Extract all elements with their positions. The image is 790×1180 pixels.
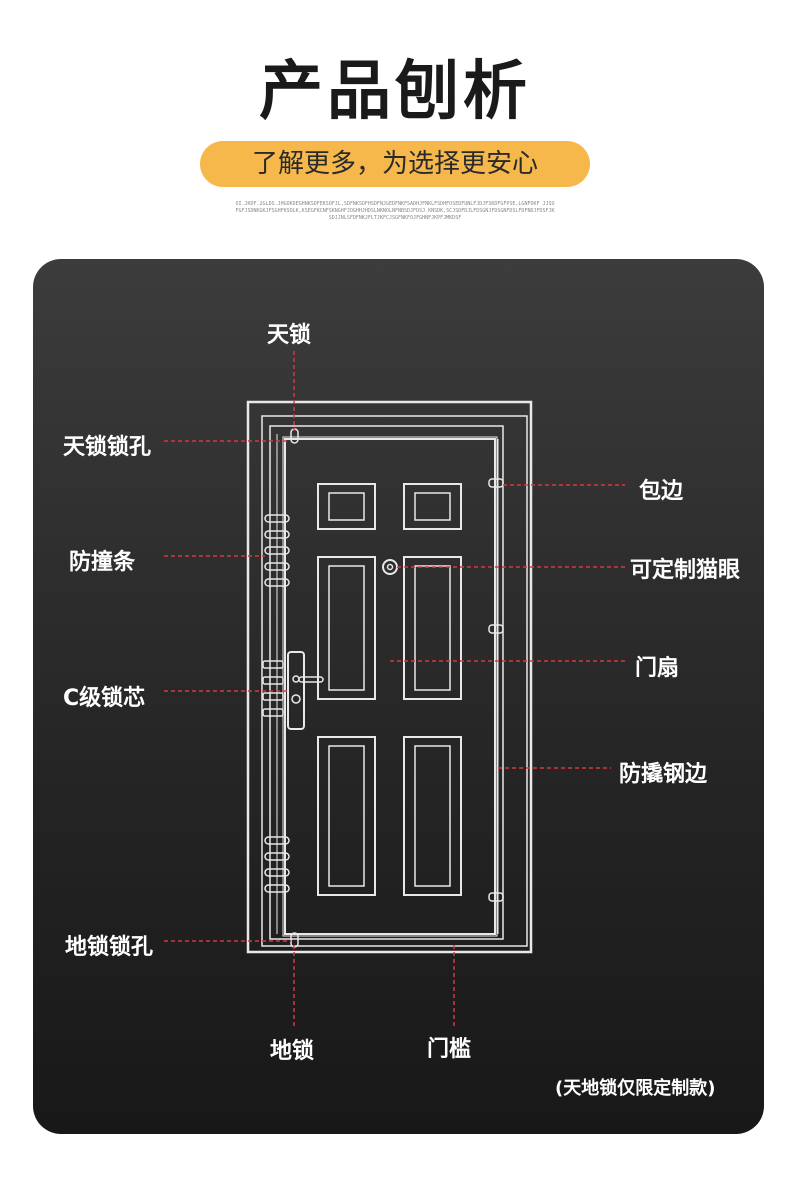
door-leaf-outline	[284, 438, 496, 935]
label-custom-peephole: 可定制猫眼	[630, 558, 741, 583]
keyhole-icon	[291, 694, 301, 704]
subtitle-banner: 了解更多，为选择更安心	[200, 141, 590, 187]
panel-mid-right	[403, 556, 462, 700]
peephole-icon	[382, 559, 398, 575]
label-door-leaf: 门扇	[635, 656, 680, 681]
panel-top-right	[403, 483, 462, 530]
panel-mid-left-inner	[328, 565, 365, 691]
door-frame-innermost	[269, 425, 504, 940]
panel-mid-left	[317, 556, 376, 700]
label-top-lock: 天锁	[267, 323, 312, 348]
door-frame-outer	[246, 400, 533, 954]
top-lock-hole-icon	[290, 428, 299, 444]
label-threshold: 门槛	[427, 1037, 472, 1062]
bottom-lock-hole-icon	[290, 932, 299, 948]
leader-lines	[164, 351, 625, 1029]
panel-low-right-inner	[414, 745, 451, 887]
panel-low-right	[403, 736, 462, 896]
panel-top-right-inner	[414, 492, 451, 521]
label-edge-wrap: 包边	[639, 479, 684, 504]
label-c-lock-core: C级锁芯	[63, 686, 146, 711]
door-diagram-panel: 天锁 天锁锁孔 防撞条 C级锁芯 地锁锁孔 地锁 门槛 包边 可定制猫眼 门扇 …	[33, 259, 764, 1134]
panel-low-left-inner	[328, 745, 365, 887]
door-leaf-outline-2	[282, 436, 498, 937]
hinge-3	[488, 892, 504, 902]
panel-low-left	[317, 736, 376, 896]
label-anti-collision-strip: 防撞条	[69, 550, 136, 575]
label-bottom-lock-hole: 地锁锁孔	[65, 935, 154, 960]
door-diagram	[164, 351, 625, 1029]
panel-top-left	[317, 483, 376, 530]
door-frame-inner	[261, 415, 528, 947]
panel-mid-right-inner	[414, 565, 451, 691]
door-handle	[298, 676, 324, 683]
label-anti-pry-steel-edge: 防撬钢边	[619, 762, 708, 787]
page-title: 产品刨析	[259, 55, 531, 129]
label-bottom-lock: 地锁	[270, 1039, 315, 1064]
hinge-1	[488, 478, 504, 488]
hinge-2	[488, 624, 504, 634]
custom-model-note: (天地锁仅限定制款)	[555, 1078, 716, 1099]
lock-plate	[287, 651, 305, 730]
panel-top-left-inner	[328, 492, 365, 521]
label-top-lock-hole: 天锁锁孔	[63, 435, 152, 460]
fine-print-text: OI.JKDF.2GLDS.JHGOKDEGHNKSDFEKSOFJL,SDFN…	[235, 201, 555, 221]
